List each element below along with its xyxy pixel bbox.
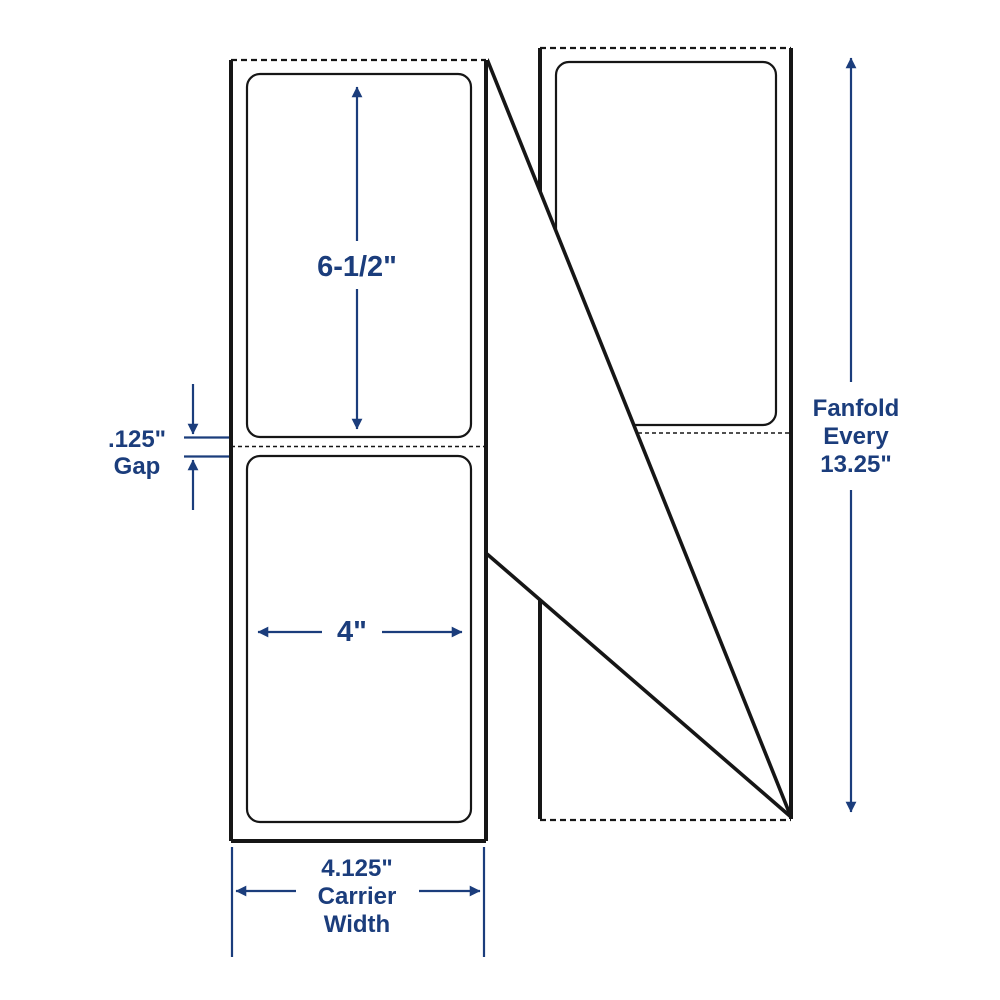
- carrier-text-line2: Carrier: [318, 883, 397, 910]
- label-height-dimension: 6-1/2": [317, 86, 397, 430]
- carrier-text-line1: 4.125": [321, 855, 392, 882]
- fanfold-text-line3: 13.25": [820, 451, 891, 478]
- fanfold-dimension: Fanfold Every 13.25": [813, 57, 900, 813]
- carrier-width-dimension: 4.125" Carrier Width: [230, 847, 486, 957]
- label-width-text: 4": [337, 616, 367, 648]
- gap-text-line1: .125": [108, 426, 166, 453]
- fold-lower-diagonal: [485, 552, 793, 819]
- label-height-text: 6-1/2": [317, 251, 397, 283]
- gap-dimension: .125" Gap: [108, 384, 229, 510]
- bottom-label: [245, 454, 473, 824]
- fanfold-text-line2: Every: [823, 423, 889, 450]
- gap-text-line2: Gap: [114, 453, 161, 480]
- fanfold-text-line1: Fanfold: [813, 395, 900, 422]
- fold-band: [485, 58, 793, 819]
- left-strip: [229, 58, 488, 843]
- carrier-text-line3: Width: [324, 911, 390, 938]
- label-width-dimension: 4": [257, 616, 463, 648]
- fold-upper-diagonal: [485, 58, 793, 818]
- top-label: [245, 72, 473, 439]
